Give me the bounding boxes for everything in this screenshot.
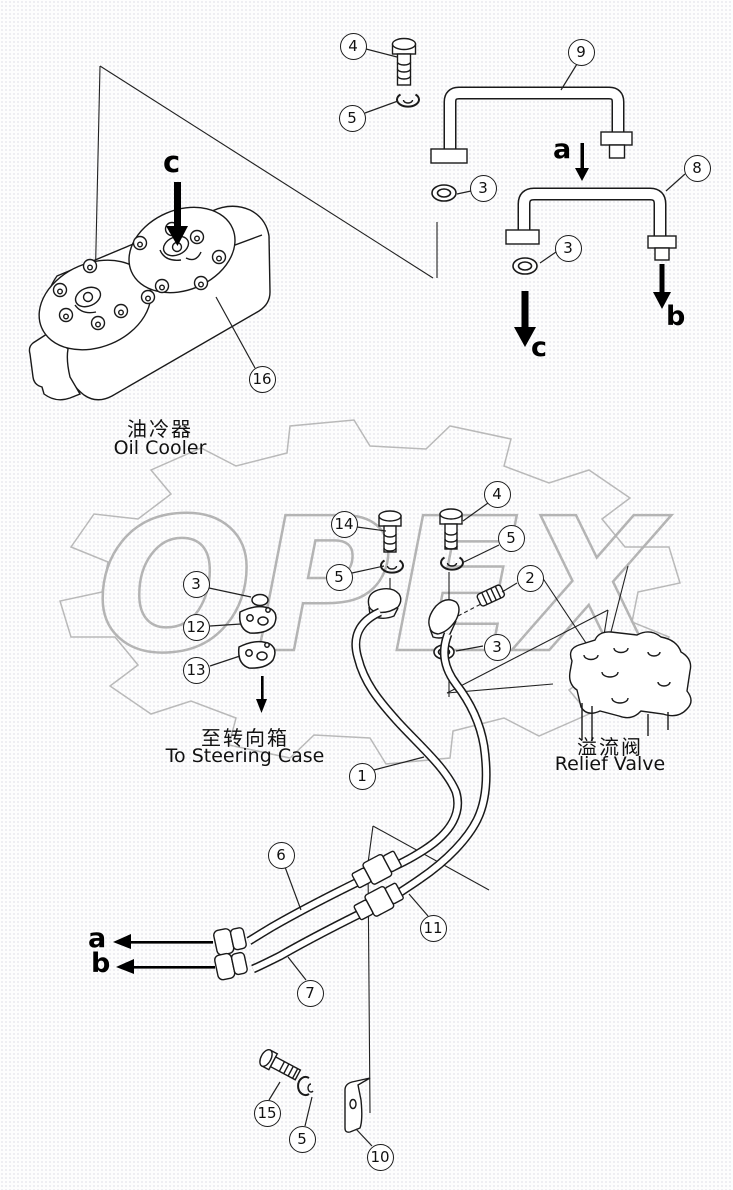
gear-watermark	[59, 419, 681, 765]
oring-3-top-left-drawing	[431, 184, 457, 202]
bolt-14-drawing	[378, 510, 402, 553]
flow-label-outlet-a: a	[88, 923, 107, 954]
callout-13: 13	[182, 656, 210, 684]
flow-arrow-detail-c	[514, 291, 536, 347]
washer-5-mid-right-drawing	[440, 556, 464, 571]
oil-cooler-label-cn: 油冷器	[127, 417, 193, 441]
flow-label-detail-c: c	[531, 332, 548, 363]
oil-cooler-drawing	[28, 205, 271, 401]
flow-arrow-to-steering	[256, 676, 267, 713]
callout-3-top-left: 3	[469, 174, 497, 202]
flow-label-detail-b: b	[666, 301, 686, 332]
bolt-4-top-drawing	[391, 37, 417, 86]
callout-7: 7	[296, 979, 324, 1007]
callout-5-mid-right: 5	[497, 524, 525, 552]
callout-1: 1	[348, 762, 376, 790]
callout-16: 16	[248, 365, 276, 393]
callout-9: 9	[567, 38, 595, 66]
callout-3-top-right: 3	[554, 234, 582, 262]
cooler-bolt-heads	[52, 221, 227, 331]
flow-arrow-detail-a	[575, 143, 589, 181]
callout-6: 6	[267, 841, 295, 869]
flange-12-drawing	[238, 605, 277, 634]
callout-4-top: 4	[339, 32, 367, 60]
callout-14: 14	[330, 510, 358, 538]
steel-pipes-drawing	[351, 607, 491, 899]
to-steering-label-en: To Steering Case	[165, 745, 325, 767]
pipe-9-drawing	[430, 86, 633, 164]
pipe-8-drawing	[505, 187, 677, 261]
bracket-10-drawing	[344, 1077, 371, 1133]
oil-cooler-label-en: Oil Cooler	[113, 437, 207, 459]
adapter-fitting-upper-drawing	[351, 850, 402, 889]
callout-5-top: 5	[338, 104, 366, 132]
pipe-flange-right-drawing	[428, 599, 460, 639]
oring-3-top-right-drawing	[512, 257, 538, 275]
bolt-15-drawing	[259, 1049, 302, 1081]
flow-arrow-outlet-a	[113, 934, 213, 949]
callout-8: 8	[683, 154, 711, 182]
callout-5-mid-left: 5	[325, 563, 353, 591]
flange-13-drawing	[237, 640, 276, 669]
callout-2: 2	[516, 564, 544, 592]
relief-valve-label-cn: 溢流阀	[577, 735, 643, 759]
callout-5-bottom: 5	[288, 1125, 316, 1153]
callout-12: 12	[182, 613, 210, 641]
to-steering-label-cn: 至转向箱	[201, 726, 289, 750]
relief-valve-label-en: Relief Valve	[554, 753, 666, 775]
plug-2-drawing	[476, 584, 506, 607]
flow-label-outlet-b: b	[91, 948, 111, 979]
callout-3-mid-left: 3	[182, 570, 210, 598]
flow-label-detail-a: a	[553, 134, 572, 165]
callout-10: 10	[366, 1143, 394, 1171]
washer-5-top-drawing	[396, 93, 420, 108]
hose-end-fitting-b-drawing	[214, 951, 248, 981]
relief-valve-drawing	[568, 631, 692, 741]
flow-arrow-detail-b	[653, 264, 671, 309]
hose-end-fitting-a-drawing	[213, 927, 247, 956]
callout-3-mid-center: 3	[483, 633, 511, 661]
callout-leader-lines	[208, 48, 686, 1147]
callout-4-mid: 4	[483, 480, 511, 508]
flow-label-cooler-c: c	[163, 145, 181, 179]
hose-6-drawing	[246, 868, 378, 945]
flow-arrow-cooler-c	[166, 182, 188, 246]
oring-3-mid-left-drawing	[251, 593, 269, 607]
snap-ring-5-bottom-drawing	[297, 1076, 314, 1096]
washer-5-mid-left-drawing	[380, 559, 404, 574]
bolt-4-mid-drawing	[439, 508, 463, 550]
adapter-fitting-lower-drawing	[353, 882, 404, 921]
flow-arrow-outlet-b	[116, 959, 215, 974]
callout-15: 15	[253, 1099, 281, 1127]
callout-11: 11	[419, 914, 447, 942]
